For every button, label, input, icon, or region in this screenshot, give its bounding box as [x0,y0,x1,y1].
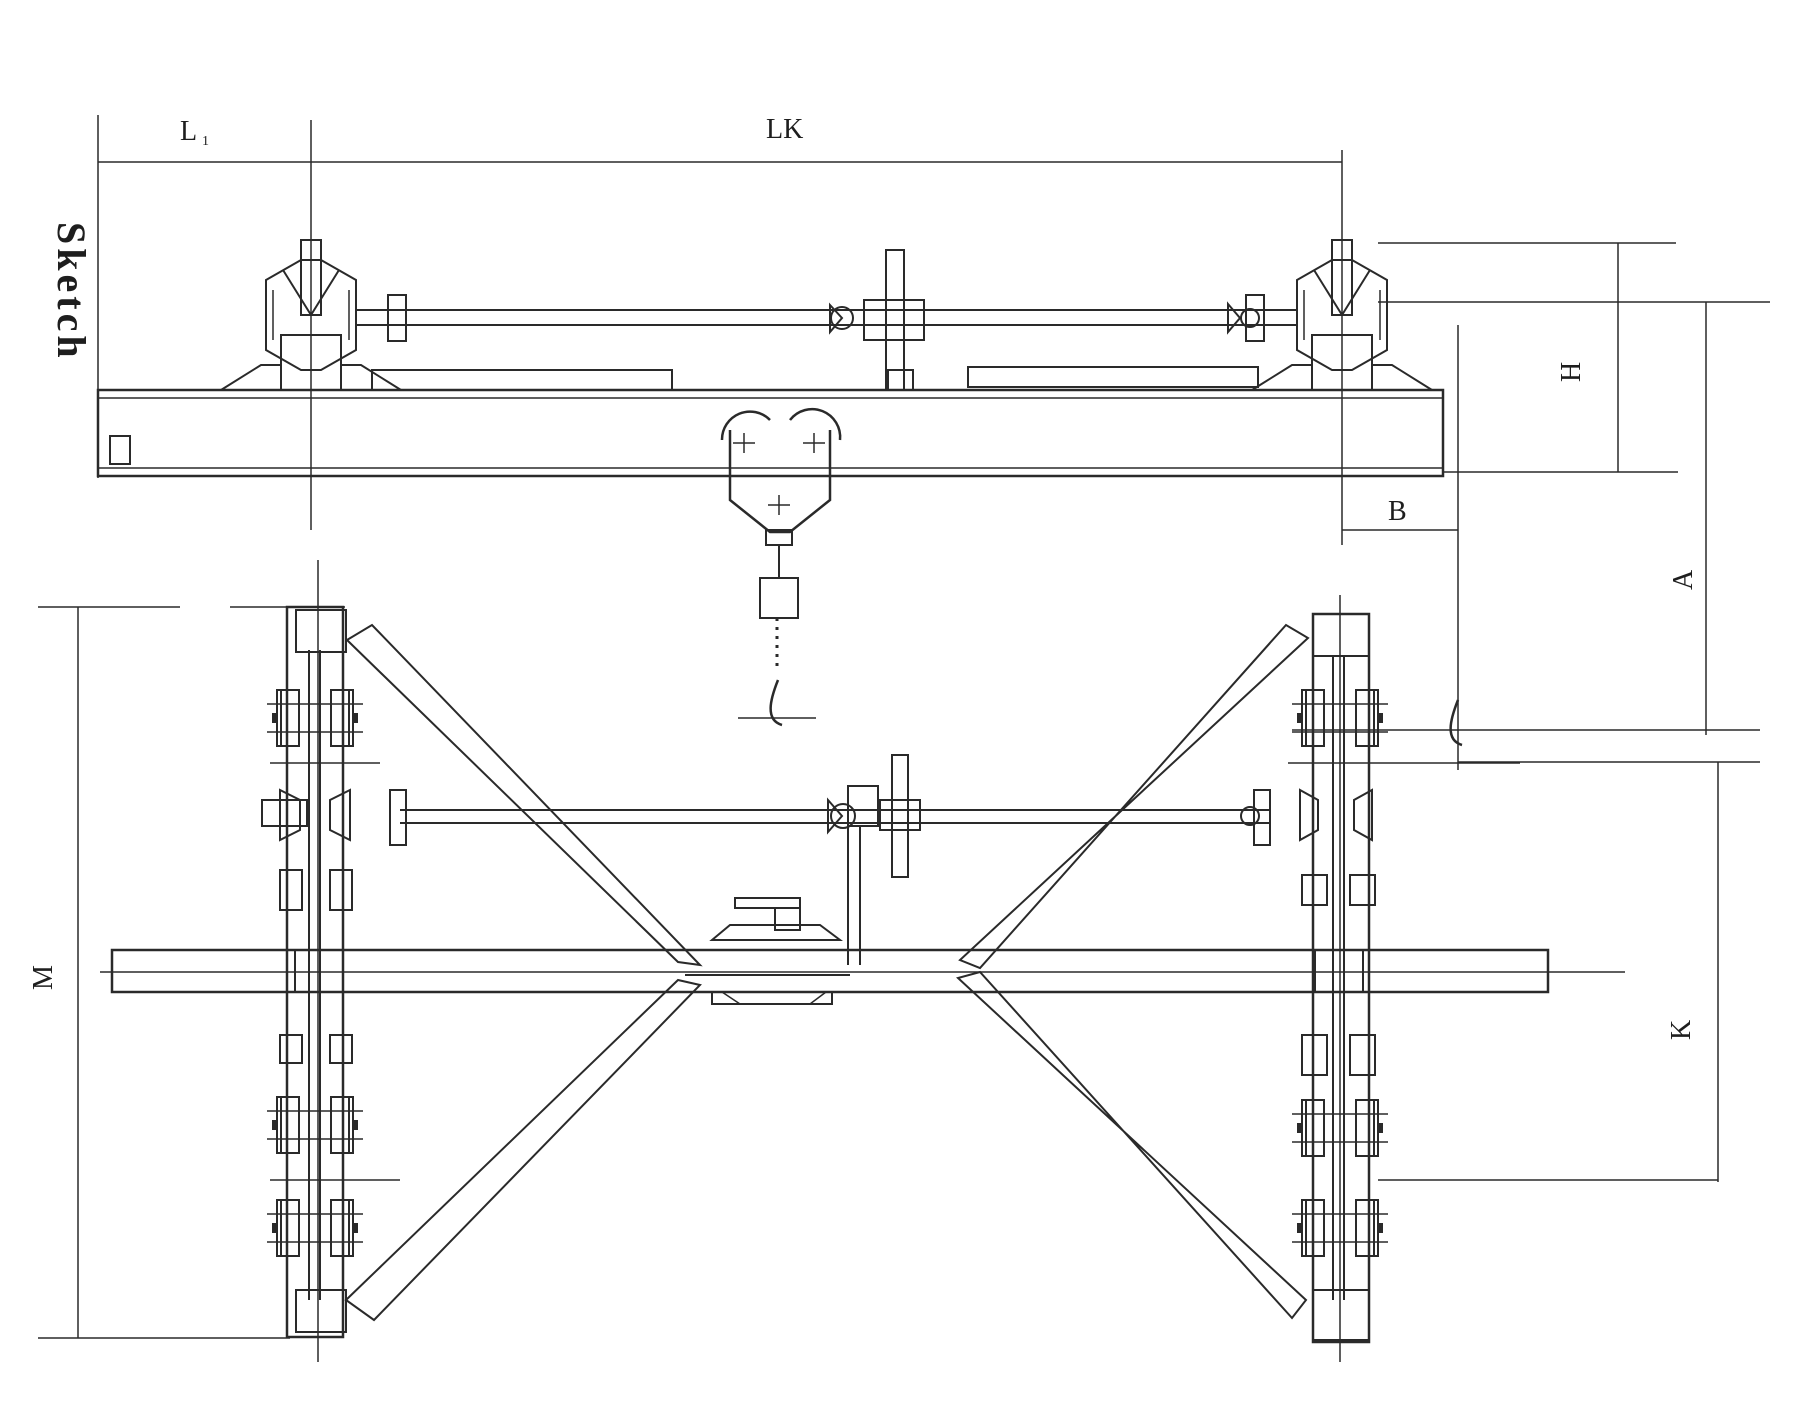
left-end-carriage [261,560,400,1362]
center-motor [863,249,925,391]
dim-m: M [28,965,59,990]
plan-view [38,560,1719,1362]
dim-k: K [1666,1020,1697,1040]
main-girder [96,388,1445,478]
right-end-carriage [1288,595,1718,1362]
dim-l1-sub: 1 [202,134,209,149]
dim-a: A [1668,569,1699,590]
trolley-plan [685,897,850,1005]
sketch-title: Sketch [49,222,94,362]
dimension-labels: L 1 LK H B A M K [28,114,1699,1040]
dim-lk: LK [766,114,803,145]
elevation-view [96,115,1770,770]
dim-l1: L [180,116,197,147]
dim-b: B [1388,496,1407,527]
dim-h: H [1556,362,1587,382]
girder-plan [100,948,1625,994]
drive-shaft-plan [389,754,1271,965]
trolley [720,407,842,727]
